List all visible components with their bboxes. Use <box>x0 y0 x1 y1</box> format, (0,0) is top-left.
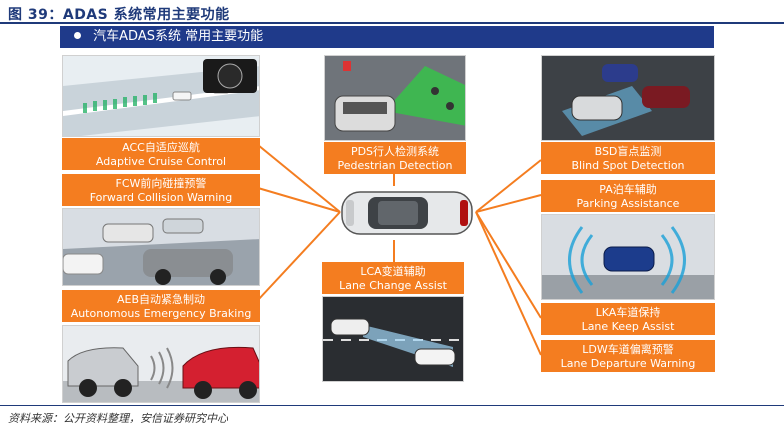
pds-label-en: Pedestrian Detection <box>337 159 453 172</box>
lka-label-en: Lane Keep Assist <box>581 320 675 333</box>
section-banner: 汽车ADAS系统 常用主要功能 <box>60 26 714 48</box>
aeb-label-cn: AEB自动紧急制动 <box>116 293 206 306</box>
lca-label: LCA变道辅助 Lane Change Assist <box>322 262 464 294</box>
acc-label-en: Adaptive Cruise Control <box>95 155 227 168</box>
acc-label-cn: ACC自适应巡航 <box>122 141 200 154</box>
acc-label: ACC自适应巡航 Adaptive Cruise Control <box>62 138 260 170</box>
lca-photo <box>322 296 464 382</box>
pa-label-cn: PA泊车辅助 <box>599 183 657 196</box>
fcw-label-en: Forward Collision Warning <box>89 191 233 204</box>
ldw-label: LDW车道偏离预警 Lane Departure Warning <box>541 340 715 372</box>
footer-divider <box>0 405 784 406</box>
fcw-label: FCW前向碰撞预警 Forward Collision Warning <box>62 174 260 206</box>
lca-label-cn: LCA变道辅助 <box>360 265 426 278</box>
pds-photo <box>324 55 466 141</box>
bullet-icon <box>74 32 81 39</box>
fcw-photo <box>62 208 260 286</box>
ldw-label-en: Lane Departure Warning <box>560 357 696 370</box>
bsd-label: BSD盲点监测 Blind Spot Detection <box>541 142 715 174</box>
lka-label: LKA车道保持 Lane Keep Assist <box>541 303 715 335</box>
pds-label-cn: PDS行人检测系统 <box>350 145 440 158</box>
fcw-label-cn: FCW前向碰撞预警 <box>115 177 207 190</box>
pa-label-en: Parking Assistance <box>576 197 680 210</box>
acc-photo <box>62 55 260 137</box>
pds-label: PDS行人检测系统 Pedestrian Detection <box>324 142 466 174</box>
aeb-label: AEB自动紧急制动 Autonomous Emergency Braking <box>62 290 260 322</box>
lka-label-cn: LKA车道保持 <box>595 306 661 319</box>
central-car-image <box>338 186 476 240</box>
pa-label: PA泊车辅助 Parking Assistance <box>541 180 715 212</box>
pa-photo <box>541 214 715 300</box>
aeb-label-en: Autonomous Emergency Braking <box>70 307 252 320</box>
lca-label-en: Lane Change Assist <box>339 279 447 292</box>
aeb-photo <box>62 325 260 403</box>
source-note: 资料来源：公开资料整理，安信证券研究中心 <box>8 412 228 425</box>
title-divider <box>0 22 784 24</box>
bsd-label-cn: BSD盲点监测 <box>594 145 662 158</box>
ldw-label-cn: LDW车道偏离预警 <box>582 343 674 356</box>
figure-title: 图 39：ADAS 系统常用主要功能 <box>8 7 230 23</box>
bsd-label-en: Blind Spot Detection <box>571 159 685 172</box>
banner-title: 汽车ADAS系统 常用主要功能 <box>93 29 264 44</box>
bsd-photo <box>541 55 715 141</box>
